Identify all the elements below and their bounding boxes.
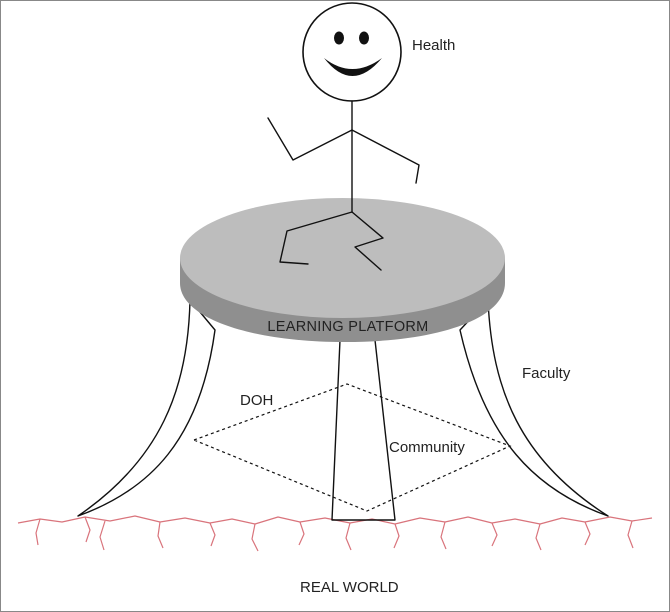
platform-top: [180, 198, 505, 318]
smiley-face: [324, 31, 382, 76]
center-pole: [331, 339, 396, 521]
left-leg: [77, 299, 216, 517]
smile: [324, 58, 382, 76]
health-label: Health: [412, 37, 455, 54]
community-diamond: [192, 383, 512, 512]
figure-left-leg: [279, 211, 353, 265]
figure-right-leg: [351, 211, 384, 271]
real-world-label: REAL WORLD: [300, 579, 399, 596]
smiley-head: [302, 2, 402, 102]
right-leg: [459, 299, 609, 517]
stick-figure: [267, 2, 420, 271]
faculty-label: Faculty: [522, 365, 571, 382]
right-eye: [359, 31, 369, 45]
figure-right-arm: [351, 129, 420, 184]
doh-label: DOH: [240, 392, 273, 409]
left-eye: [334, 31, 344, 45]
figure-left-arm: [267, 117, 353, 161]
platform-label: LEARNING PLATFORM: [267, 319, 428, 335]
community-label: Community: [389, 439, 465, 456]
